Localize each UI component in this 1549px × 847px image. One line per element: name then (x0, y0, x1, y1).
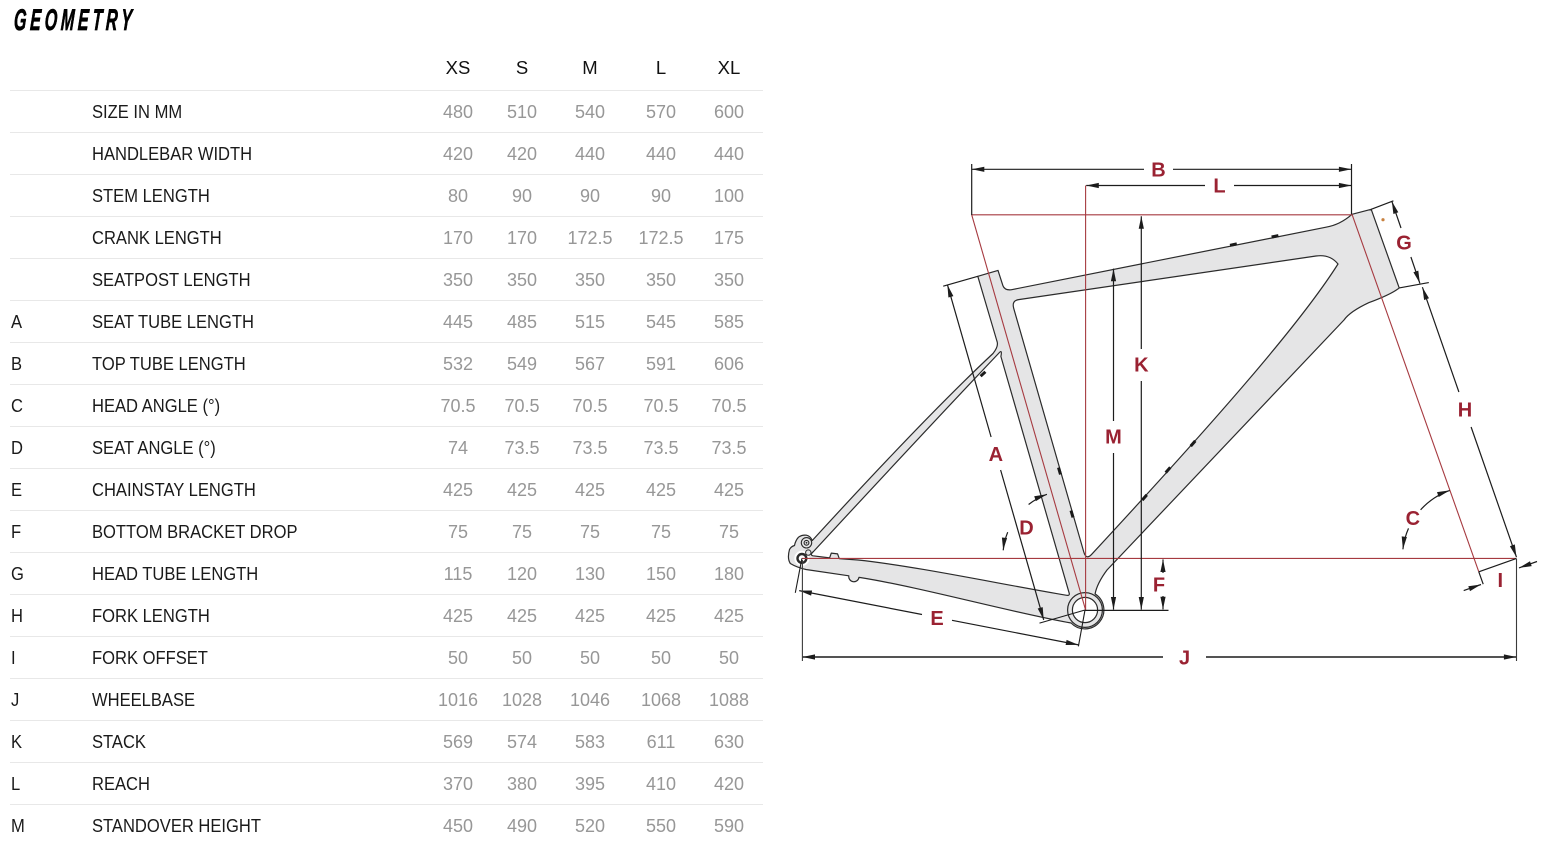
svg-text:A: A (989, 444, 1003, 466)
svg-text:F: F (1153, 575, 1165, 597)
svg-text:L: L (1213, 176, 1225, 198)
svg-text:M: M (1105, 427, 1122, 449)
svg-text:D: D (1019, 518, 1033, 540)
svg-text:H: H (1458, 400, 1472, 422)
svg-text:I: I (1498, 570, 1504, 592)
svg-text:J: J (1179, 647, 1190, 669)
svg-text:K: K (1134, 355, 1149, 377)
svg-text:G: G (1396, 233, 1412, 255)
svg-text:C: C (1406, 508, 1420, 530)
svg-text:B: B (1151, 159, 1165, 181)
svg-text:E: E (930, 608, 943, 630)
